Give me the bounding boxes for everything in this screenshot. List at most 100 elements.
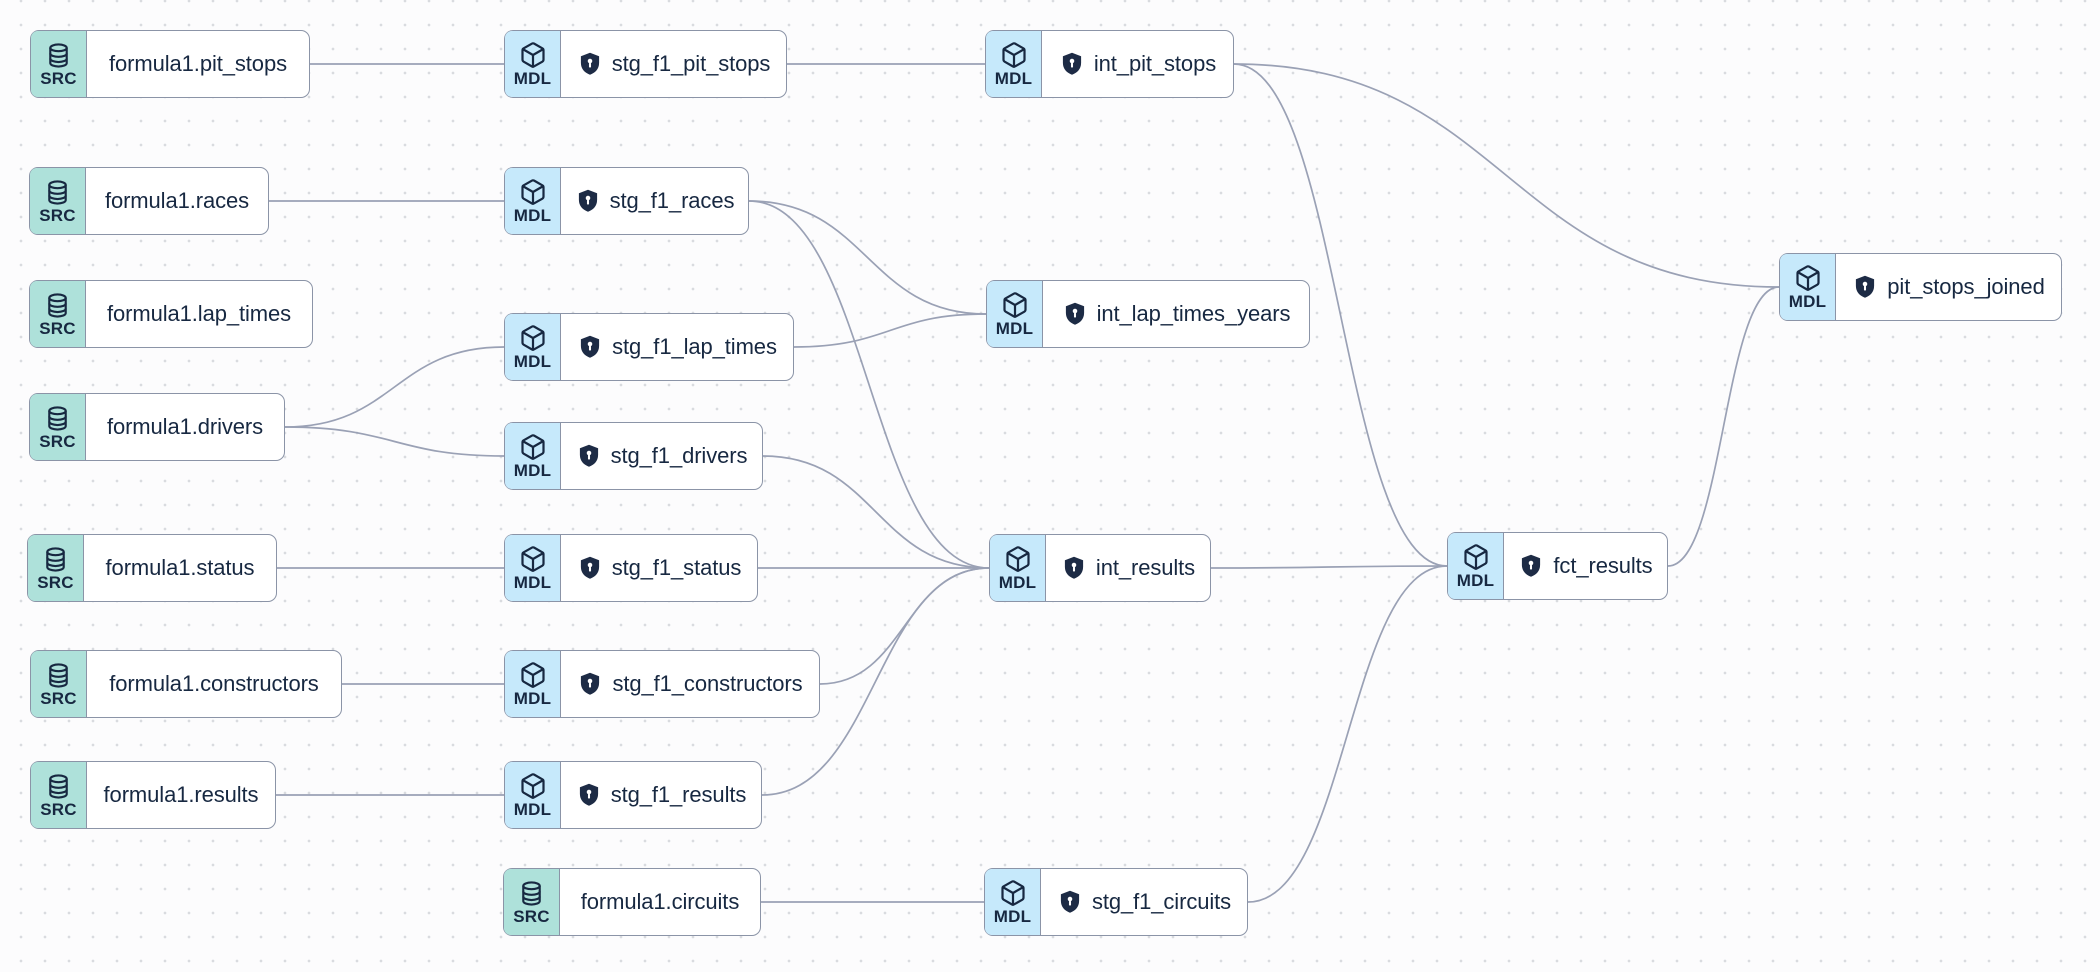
node-type-badge: MDL xyxy=(505,168,561,234)
edge-stg_f1_drivers-int_results xyxy=(762,455,990,569)
node-label: stg_f1_status xyxy=(611,555,742,580)
node-label: stg_f1_results xyxy=(610,782,747,807)
shield-icon xyxy=(577,334,603,360)
cube-icon xyxy=(519,772,547,800)
node-type-label: MDL xyxy=(994,69,1033,88)
node-label: int_results xyxy=(1095,555,1196,580)
cube-icon xyxy=(1794,264,1822,292)
edge-int_results-fct_results xyxy=(1210,565,1448,569)
node-body: formula1.drivers xyxy=(86,394,284,460)
node-body: formula1.pit_stops xyxy=(87,31,309,97)
edge-formula1.drivers-stg_f1_lap_times xyxy=(284,346,505,428)
shield-icon xyxy=(576,782,602,808)
database-icon xyxy=(44,292,71,319)
node-type-label: MDL xyxy=(513,206,552,225)
node-type-label: MDL xyxy=(513,352,552,371)
cube-icon xyxy=(519,433,547,461)
shield-icon xyxy=(577,555,603,581)
node-body: stg_f1_results xyxy=(561,762,761,828)
node-stg_f1_constructors[interactable]: MDL stg_f1_constructors xyxy=(504,650,820,718)
node-type-badge: MDL xyxy=(985,869,1041,935)
node-body: int_pit_stops xyxy=(1042,31,1233,97)
node-type-badge: SRC xyxy=(31,651,87,717)
shield-icon xyxy=(575,188,601,214)
node-type-badge: MDL xyxy=(505,31,561,97)
node-type-label: SRC xyxy=(37,572,74,592)
node-int_results[interactable]: MDL int_results xyxy=(989,534,1211,602)
node-formula1.pit_stops[interactable]: SRC formula1.pit_stops xyxy=(30,30,310,98)
node-type-label: SRC xyxy=(40,68,77,88)
node-formula1.status[interactable]: SRC formula1.status xyxy=(27,534,277,602)
node-label: stg_f1_circuits xyxy=(1091,889,1232,914)
node-body: formula1.lap_times xyxy=(86,281,312,347)
node-type-label: MDL xyxy=(513,573,552,592)
node-type-label: SRC xyxy=(39,318,76,338)
cube-icon xyxy=(519,661,547,689)
node-type-label: MDL xyxy=(513,689,552,708)
cube-icon xyxy=(519,41,547,69)
node-label: stg_f1_constructors xyxy=(612,671,803,696)
node-type-label: MDL xyxy=(513,69,552,88)
node-stg_f1_races[interactable]: MDL stg_f1_races xyxy=(504,167,749,235)
node-stg_f1_results[interactable]: MDL stg_f1_results xyxy=(504,761,762,829)
node-type-label: SRC xyxy=(39,431,76,451)
node-body: stg_f1_races xyxy=(561,168,748,234)
shield-icon xyxy=(577,51,603,77)
node-body: stg_f1_status xyxy=(561,535,757,601)
node-label: int_lap_times_years xyxy=(1096,301,1291,326)
node-type-badge: MDL xyxy=(505,314,561,380)
node-formula1.drivers[interactable]: SRC formula1.drivers xyxy=(29,393,285,461)
node-body: stg_f1_lap_times xyxy=(561,314,793,380)
node-body: stg_f1_circuits xyxy=(1041,869,1247,935)
node-type-badge: MDL xyxy=(505,423,561,489)
shield-icon xyxy=(577,671,603,697)
node-label: stg_f1_drivers xyxy=(610,443,748,468)
node-type-label: MDL xyxy=(993,907,1032,926)
node-stg_f1_lap_times[interactable]: MDL stg_f1_lap_times xyxy=(504,313,794,381)
node-formula1.lap_times[interactable]: SRC formula1.lap_times xyxy=(29,280,313,348)
node-type-badge: MDL xyxy=(1448,533,1504,599)
edge-stg_f1_races-int_results xyxy=(748,200,990,569)
node-type-badge: MDL xyxy=(1780,254,1836,320)
node-body: int_lap_times_years xyxy=(1043,281,1309,347)
node-body: stg_f1_constructors xyxy=(561,651,819,717)
node-stg_f1_pit_stops[interactable]: MDL stg_f1_pit_stops xyxy=(504,30,787,98)
edge-stg_f1_results-int_results xyxy=(761,567,990,796)
node-stg_f1_status[interactable]: MDL stg_f1_status xyxy=(504,534,758,602)
database-icon xyxy=(42,546,69,573)
edge-stg_f1_races-int_lap_times_years xyxy=(748,200,987,315)
node-type-label: MDL xyxy=(998,573,1037,592)
node-type-badge: MDL xyxy=(986,31,1042,97)
node-body: int_results xyxy=(1046,535,1210,601)
node-label: formula1.status xyxy=(105,555,255,580)
node-type-label: MDL xyxy=(1456,571,1495,590)
node-body: formula1.constructors xyxy=(87,651,341,717)
node-type-badge: MDL xyxy=(505,535,561,601)
node-label: formula1.circuits xyxy=(580,889,740,914)
node-type-badge: SRC xyxy=(504,869,560,935)
node-type-badge: MDL xyxy=(990,535,1046,601)
node-body: stg_f1_pit_stops xyxy=(561,31,786,97)
node-type-label: SRC xyxy=(40,799,77,819)
node-label: int_pit_stops xyxy=(1093,51,1217,76)
node-body: stg_f1_drivers xyxy=(561,423,762,489)
database-icon xyxy=(45,662,72,689)
database-icon xyxy=(44,405,71,432)
node-type-badge: MDL xyxy=(505,762,561,828)
edge-stg_f1_lap_times-int_lap_times_years xyxy=(793,313,987,348)
node-type-badge: SRC xyxy=(31,762,87,828)
node-formula1.circuits[interactable]: SRC formula1.circuits xyxy=(503,868,761,936)
cube-icon xyxy=(519,178,547,206)
node-int_pit_stops[interactable]: MDL int_pit_stops xyxy=(985,30,1234,98)
node-stg_f1_circuits[interactable]: MDL stg_f1_circuits xyxy=(984,868,1248,936)
shield-icon xyxy=(1061,555,1087,581)
node-stg_f1_drivers[interactable]: MDL stg_f1_drivers xyxy=(504,422,763,490)
